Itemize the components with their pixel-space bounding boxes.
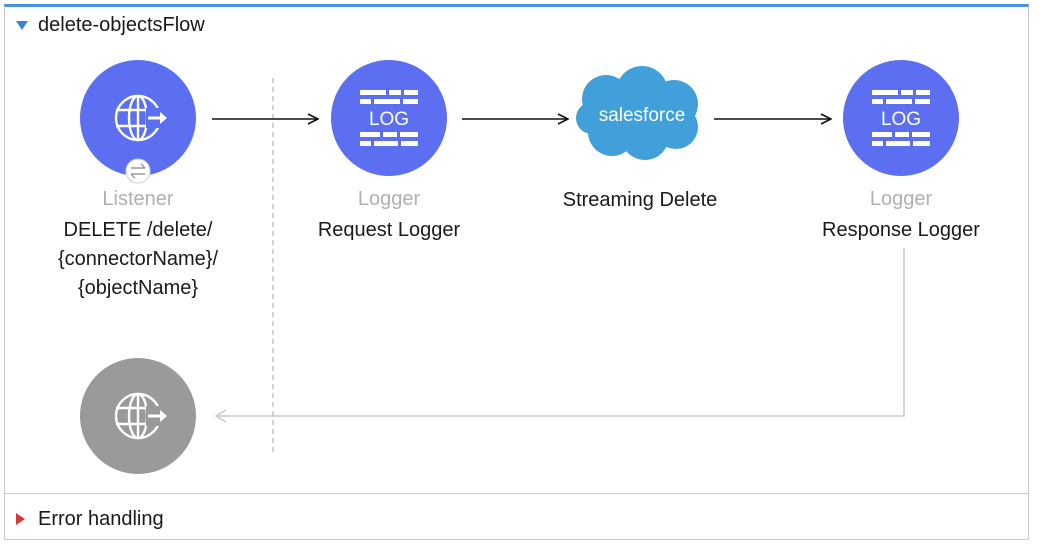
request-logger-type-label: Logger — [357, 188, 421, 210]
flow-container — [4, 4, 1029, 540]
listener-type-label: Listener — [102, 188, 174, 210]
streaming-delete-name-label: Streaming Delete — [562, 189, 718, 211]
triangle-down-icon[interactable] — [16, 20, 28, 30]
request-logger-circle[interactable] — [331, 60, 447, 176]
http-globe-icon — [114, 392, 167, 440]
error-handling-row[interactable]: Error handling — [16, 506, 164, 532]
return-arrowhead — [214, 409, 227, 423]
flow-title: delete-objectsFlow — [38, 13, 205, 36]
log-icon: LOG — [872, 90, 930, 146]
return-path — [216, 248, 905, 417]
log-icon: LOG — [360, 90, 418, 146]
listener-name-label: DELETE /delete/ {connectorName}/ {object… — [57, 219, 219, 299]
streaming-delete-node[interactable]: salesforce — [576, 66, 698, 160]
response-logger-circle[interactable] — [843, 60, 959, 176]
response-logger-node[interactable]: LOG — [843, 60, 959, 176]
listener-response-node[interactable] — [80, 358, 196, 474]
request-logger-node[interactable]: LOG — [331, 60, 447, 176]
http-globe-icon — [114, 94, 167, 142]
flow-header[interactable]: delete-objectsFlow — [16, 12, 205, 38]
response-logger-type-label: Logger — [869, 188, 933, 210]
triangle-right-icon[interactable] — [16, 513, 25, 525]
response-logger-name-label: Response Logger — [822, 219, 980, 241]
log-text: LOG — [881, 109, 921, 130]
salesforce-cloud-icon — [576, 66, 698, 160]
listener-node[interactable] — [80, 60, 196, 184]
section-divider — [5, 493, 1028, 494]
log-text: LOG — [369, 109, 409, 130]
request-logger-name-label: Request Logger — [317, 219, 461, 241]
exchange-arrows-icon — [125, 158, 151, 184]
salesforce-logo-text: salesforce — [599, 105, 686, 126]
error-handling-label: Error handling — [38, 507, 164, 530]
